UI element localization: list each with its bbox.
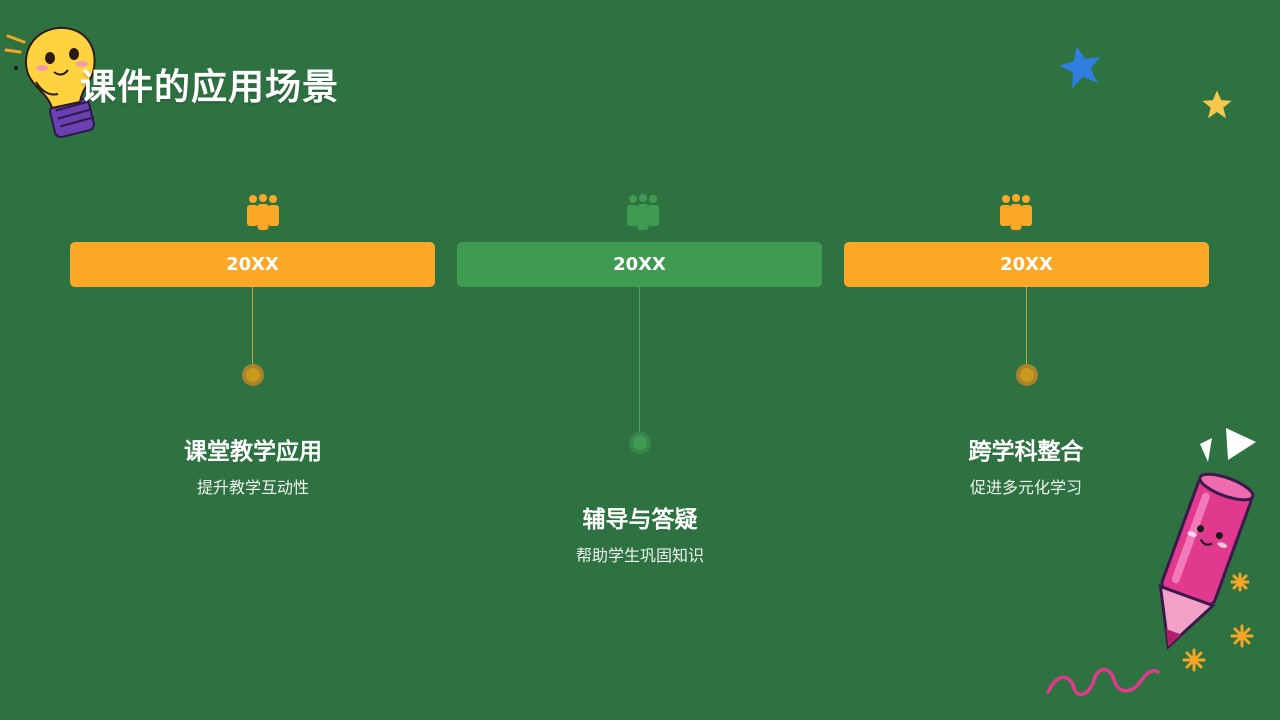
orange-sparkle-icon <box>1182 572 1254 672</box>
item-subtitle: 帮助学生巩固知识 <box>575 546 704 565</box>
item-subtitle: 促进多元化学习 <box>969 478 1082 497</box>
people-group-icon <box>1000 194 1032 230</box>
year-label: 20XX <box>613 254 666 275</box>
year-bar-2: 20XX <box>457 242 822 287</box>
page-title: 课件的应用场景 <box>80 67 340 108</box>
white-triangle-icon <box>1200 428 1256 462</box>
item-title: 课堂教学应用 <box>184 439 322 465</box>
year-label: 20XX <box>226 254 279 275</box>
blue-star-icon <box>1059 46 1101 89</box>
item-title: 辅导与答疑 <box>582 507 698 533</box>
item-title: 跨学科整合 <box>968 439 1084 465</box>
item-subtitle: 提升教学互动性 <box>196 478 309 497</box>
pink-pencil-mascot-icon <box>1158 472 1255 650</box>
year-label: 20XX <box>1000 254 1053 275</box>
year-bar-3: 20XX <box>844 242 1209 287</box>
people-group-icon <box>247 194 279 230</box>
connector-line <box>252 287 253 364</box>
year-bar-1: 20XX <box>70 242 435 287</box>
lightbulb-mascot-icon <box>4 26 96 139</box>
connector-line <box>1026 287 1027 364</box>
timeline-dot <box>1016 364 1038 386</box>
timeline-dot <box>242 364 264 386</box>
timeline-dot <box>629 432 651 454</box>
people-group-icon <box>627 194 659 230</box>
connector-line <box>639 287 640 432</box>
pink-squiggle-icon <box>1046 667 1160 697</box>
yellow-star-icon <box>1202 90 1232 119</box>
